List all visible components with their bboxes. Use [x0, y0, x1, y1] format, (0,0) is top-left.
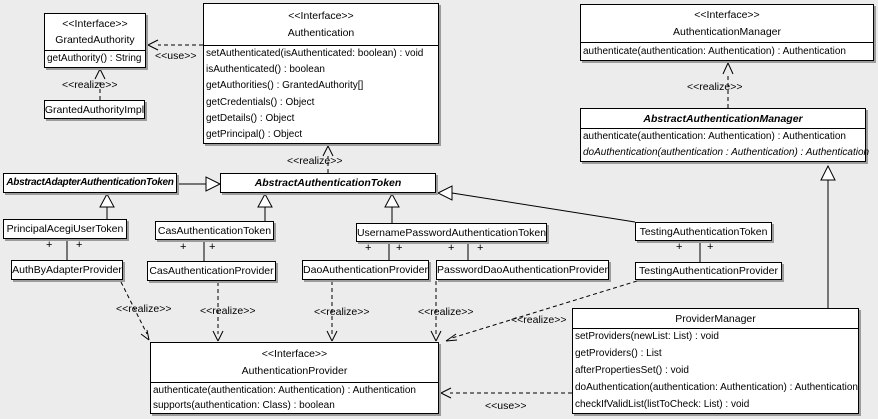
class-name: PrincipalAcegiUserToken	[6, 223, 124, 235]
stereotype-label: <<Interface>>	[288, 9, 354, 22]
use-authentication-to-grantedauthority	[147, 39, 203, 51]
association-multiplicity: +	[365, 242, 372, 254]
realize-abstracttoken-to-authentication	[322, 145, 334, 173]
class-name: TestingAuthenticationToken	[639, 225, 768, 238]
class-box-authentication-provider: <<Interface>> AuthenticationProvider aut…	[150, 342, 439, 414]
class-box-abstract-authentication-token: AbstractAuthenticationToken	[220, 173, 436, 193]
class-box-granted-authority: <<Interface>> GrantedAuthority getAuthor…	[44, 13, 146, 68]
association-multiplicity: +	[477, 242, 484, 254]
generalization-adapter-to-token	[178, 176, 222, 192]
association-multiplicity: +	[209, 241, 216, 253]
method-row: authenticate(authentication: Authenticat…	[153, 384, 416, 396]
method-row: getCredentials() : Object	[206, 96, 315, 108]
method-row: setAuthenticated(isAuthenticated: boolea…	[206, 48, 424, 60]
generalization-principal-to-adapter	[99, 192, 115, 219]
class-name: CasAuthenticationToken	[157, 224, 272, 237]
class-box-auth-by-adapter-provider: AuthByAdapterProvider	[11, 260, 123, 280]
method-row: checkIfValidList(listToCheck: List) : vo…	[575, 398, 750, 410]
realize-label-abstractauthenticationmanager: <<realize>>	[687, 81, 743, 93]
class-name: AbstractAuthenticationToken	[254, 177, 402, 189]
use-label-providermanager: <<use>>	[485, 400, 527, 412]
realize-label-abstractauthenticationtoken: <<realize>>	[287, 155, 343, 167]
class-name: Authentication	[287, 27, 355, 40]
method-row: doAuthentication(authentication : Authen…	[583, 147, 870, 158]
class-box-authentication: <<Interface>> Authentication setAuthenti…	[203, 3, 439, 144]
class-box-provider-manager: ProviderManager setProviders(newList: Li…	[572, 308, 859, 414]
realize-grantedauthorityimpl	[94, 68, 106, 100]
method-row: doAuthentication(authentication: Authent…	[575, 381, 858, 393]
method-row: getDetails() : Object	[206, 112, 295, 124]
association-multiplicity: +	[396, 242, 403, 254]
class-name: ProviderManager	[675, 312, 756, 325]
association-multiplicity: +	[676, 241, 683, 253]
class-name: TestingAuthenticationProvider	[639, 265, 778, 277]
realize-dao-to-provider	[326, 281, 338, 342]
association-connectors	[66, 240, 701, 262]
class-name: AbstractAdapterAuthenticationToken	[6, 177, 174, 188]
generalization-cas-to-token	[257, 192, 273, 221]
class-box-abstract-adapter-authentication-token: AbstractAdapterAuthenticationToken	[3, 173, 177, 193]
method-row: authenticate(authentication: Authenticat…	[583, 45, 846, 57]
class-box-testing-authentication-provider: TestingAuthenticationProvider	[635, 262, 782, 280]
class-box-username-password-authentication-token: UsernamePasswordAuthenticationToken	[356, 223, 547, 242]
realize-cas-to-provider	[212, 282, 224, 342]
class-name: AbstractAuthenticationManager	[643, 112, 803, 125]
class-box-password-dao-authentication-provider: PasswordDaoAuthenticationProvider	[436, 260, 609, 280]
class-name: PasswordDaoAuthenticationProvider	[437, 264, 609, 276]
class-name: AuthByAdapterProvider	[12, 264, 122, 276]
realize-abstractmanager-to-manager	[722, 62, 734, 108]
class-box-dao-authentication-provider: DaoAuthenticationProvider	[302, 260, 429, 280]
association-multiplicity: +	[180, 241, 187, 253]
stereotype-label: <<Interface>>	[261, 348, 328, 360]
method-row: authenticate(authentication: Authenticat…	[583, 131, 846, 142]
class-box-authentication-manager: <<Interface>> AuthenticationManager auth…	[580, 4, 874, 61]
realize-label-daoauthenticationprovider: <<realize>>	[314, 306, 370, 318]
method-row: isAuthenticated() : boolean	[206, 64, 325, 76]
method-row: supports(authentication: Class) : boolea…	[153, 399, 335, 411]
class-name: DaoAuthenticationProvider	[303, 264, 428, 276]
stereotype-label: <<Interface>>	[694, 9, 760, 22]
realize-testing-to-provider	[445, 280, 638, 342]
realize-label-testingauthenticationprovider: <<realize>>	[511, 314, 567, 326]
class-box-abstract-authentication-manager: AbstractAuthenticationManager authentica…	[580, 108, 870, 162]
realize-passworddao-to-provider	[430, 281, 442, 342]
realize-label-authbyadapterprovider: <<realize>>	[116, 303, 172, 315]
class-name: GrantedAuthority	[55, 34, 135, 46]
use-label-authentication-grantedauthority: <<use>>	[155, 50, 197, 62]
generalization-testing-to-token	[436, 185, 636, 223]
class-box-granted-authority-impl: GrantedAuthorityImpl	[44, 100, 145, 119]
method-row: afterPropertiesSet() : void	[575, 364, 689, 376]
realize-authbyadapter-to-provider	[120, 281, 150, 341]
association-multiplicity: +	[448, 242, 455, 254]
class-box-testing-authentication-token: TestingAuthenticationToken	[635, 222, 772, 241]
method-row: getAuthorities() : GrantedAuthority[]	[206, 80, 364, 92]
method-row: setProviders(newList: List) : void	[575, 331, 719, 343]
class-box-cas-authentication-token: CasAuthenticationToken	[155, 221, 274, 240]
association-multiplicity: +	[46, 239, 53, 251]
class-name: AuthenticationProvider	[241, 365, 348, 377]
class-box-cas-authentication-provider: CasAuthenticationProvider	[147, 261, 276, 281]
use-providermanager-to-provider	[440, 387, 572, 399]
realize-label-casauthenticationprovider: <<realize>>	[200, 305, 256, 317]
class-box-principal-acegi-user-token: PrincipalAcegiUserToken	[3, 219, 127, 239]
association-multiplicity: +	[76, 239, 83, 251]
method-row: getPrincipal() : Object	[206, 128, 303, 140]
generalization-providermanager-to-abstractmanager	[820, 164, 836, 308]
generalization-usernamepassword-to-token	[384, 192, 400, 223]
association-multiplicity: +	[707, 241, 714, 253]
realize-label-grantedauthorityimpl: <<realize>>	[62, 79, 118, 91]
class-name: GrantedAuthorityImpl	[44, 103, 145, 116]
stereotype-label: <<Interface>>	[62, 18, 128, 30]
class-name: AuthenticationManager	[673, 25, 781, 38]
class-name: UsernamePasswordAuthenticationToken	[356, 226, 547, 239]
method-row: getProviders() : List	[575, 348, 662, 360]
realize-label-passworddaoauthenticationprovider: <<realize>>	[418, 306, 474, 318]
method-row: getAuthority() : String	[47, 53, 142, 64]
class-name: CasAuthenticationProvider	[149, 265, 274, 277]
